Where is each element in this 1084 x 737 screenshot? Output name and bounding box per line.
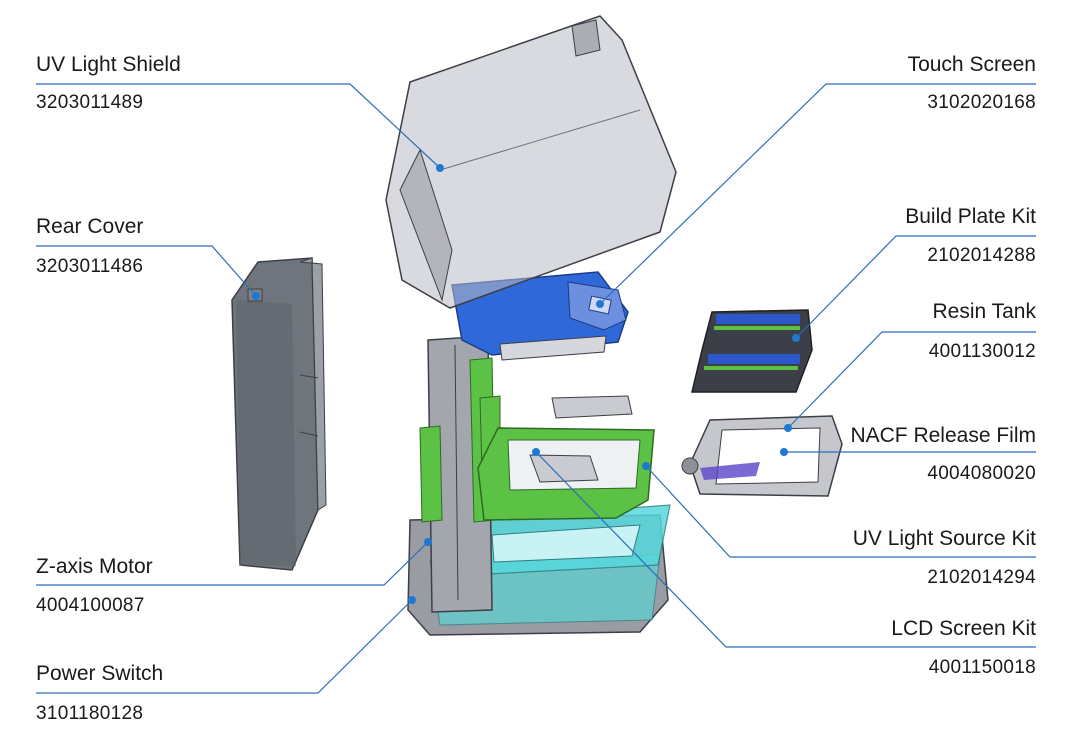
lcd-screen-kit-label: LCD Screen Kit (891, 617, 1036, 640)
leader-lines (36, 83, 1036, 694)
rear-cover-label: Rear Cover (36, 215, 144, 238)
dot-uv-light-source (642, 462, 650, 470)
leader-build-plate-kit (795, 235, 1036, 339)
power-switch-label: Power Switch (36, 662, 164, 685)
leader-dots (252, 164, 800, 604)
uv-light-source-kit-code: 2102014294 (927, 567, 1036, 588)
uv-light-shield-illustration (385, 15, 677, 309)
dot-nacf-release-film (780, 448, 788, 456)
uv-light-source-kit-label: UV Light Source Kit (852, 527, 1036, 550)
rear-cover-illustration (231, 257, 327, 571)
leader-lcd-screen-kit (535, 451, 1036, 648)
uv-light-shield-label: UV Light Shield (36, 53, 181, 76)
leader-power-switch (36, 599, 413, 694)
dot-touch-screen (596, 300, 604, 308)
dot-z-axis-motor (424, 538, 432, 546)
touch-screen-code: 3102020168 (927, 92, 1036, 113)
resin-tank-label: Resin Tank (932, 300, 1036, 323)
z-axis-motor-code: 4004100087 (36, 595, 145, 616)
leader-rear-cover (36, 245, 257, 297)
dot-build-plate-kit (792, 334, 800, 342)
lcd-screen-kit-code: 4001150018 (928, 657, 1036, 678)
rear-cover-code: 3203011486 (36, 256, 144, 277)
nacf-release-film-label: NACF Release Film (850, 424, 1036, 447)
build-plate-kit-illustration (691, 309, 813, 393)
uv-light-source-illustration (477, 395, 655, 521)
dot-lcd-screen-kit (532, 448, 540, 456)
leader-touch-screen (599, 83, 1036, 305)
resin-tank-code: 4001130012 (928, 341, 1036, 362)
touch-screen-label: Touch Screen (907, 53, 1036, 76)
z-axis-motor-label: Z-axis Motor (36, 555, 153, 578)
build-plate-kit-label: Build Plate Kit (905, 205, 1036, 228)
nacf-release-film-code: 4004080020 (927, 463, 1036, 484)
leader-uv-light-shield (36, 83, 441, 169)
dot-power-switch (408, 596, 416, 604)
dot-resin-tank (784, 424, 792, 432)
uv-light-shield-code: 3203011489 (36, 92, 144, 113)
build-plate-kit-code: 2102014288 (927, 245, 1036, 266)
dot-rear-cover (252, 292, 260, 300)
dot-uv-light-shield (436, 164, 444, 172)
power-switch-code: 3101180128 (36, 703, 144, 724)
leader-resin-tank (787, 331, 1036, 429)
z-axis-column-illustration (419, 335, 501, 613)
leader-z-axis-motor (36, 541, 429, 586)
leader-uv-light-source (645, 465, 1036, 558)
resin-tank-illustration (681, 415, 843, 497)
